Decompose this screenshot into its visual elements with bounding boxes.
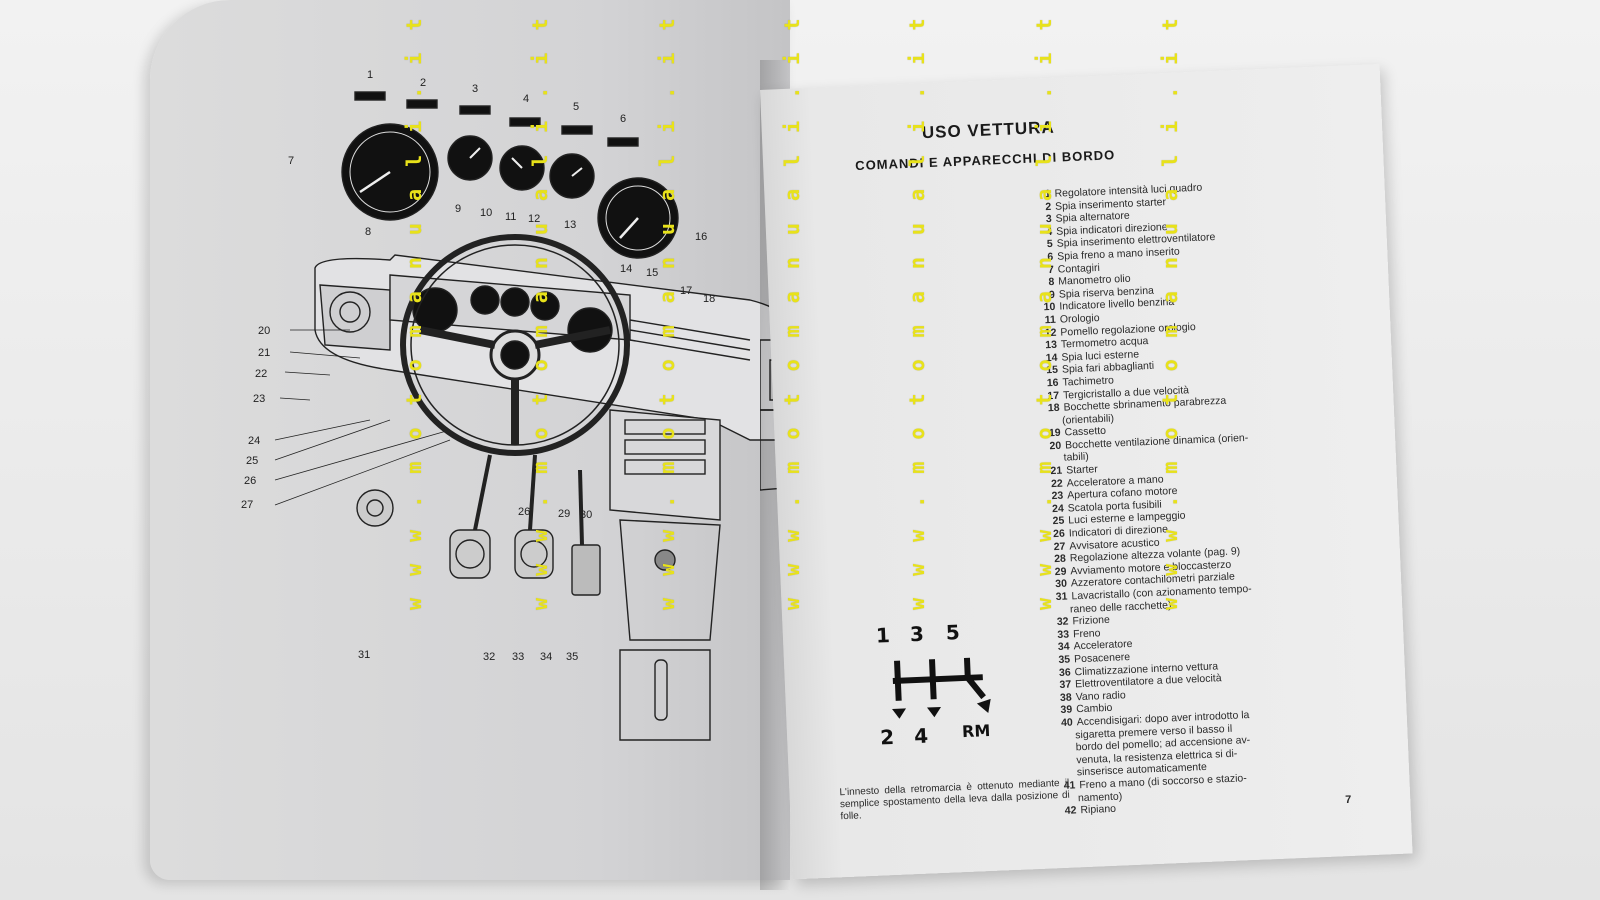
callout-29: 29 [558,508,570,520]
callout-2: 2 [420,77,426,89]
watermark-6: w w w . m o t o m a n u a l i . i t [1032,13,1056,610]
legend-number: 36 [1058,666,1071,679]
callout-4: 4 [523,93,529,105]
watermark-3: w w w . m o t o m a n u a l i . i t [655,13,679,610]
callout-26: 26 [244,475,256,487]
callout-9: 9 [455,203,461,215]
legend-number: 32 [1056,615,1069,629]
legend-text: Frizione [1072,614,1111,628]
callout-30: 30 [580,509,592,521]
left-page-illustration: 1 2 3 4 5 6 7 8 9 10 11 12 13 14 15 16 2… [150,0,790,880]
center-console [609,409,721,741]
leader-lines [274,329,451,506]
page-number: 7 [1344,793,1352,807]
gear-5: 5 [945,620,961,645]
dashboard-body [314,254,790,441]
callout-22: 22 [255,368,267,380]
callout-21: 21 [258,347,270,359]
watermark-4: w w w . m o t o m a n u a l i . i t [780,13,804,610]
legend-number: 40 [1060,716,1074,729]
callout-31: 31 [358,649,370,661]
horn-button [356,489,394,527]
callout-3: 3 [472,83,478,95]
callout-26b: 26 [518,506,530,518]
gear-3: 3 [909,621,925,647]
callout-27: 27 [241,499,253,511]
callout-33: 33 [512,651,524,663]
shift-diagram [892,657,991,719]
callout-17: 17 [680,285,692,297]
legend-number: 39 [1060,703,1073,717]
callout-16: 16 [695,231,707,243]
pedals [449,454,601,596]
warning-lamps [354,91,639,147]
callout-15: 15 [646,267,658,279]
callout-24: 24 [248,435,260,447]
legend-text: Freno [1072,627,1101,641]
callout-12: 12 [528,213,540,225]
gear-4: 4 [913,723,929,749]
callout-23: 23 [253,393,265,405]
callout-25: 25 [246,455,258,467]
legend-text: Ripiano [1080,802,1117,817]
callout-35: 35 [566,651,578,663]
callout-5: 5 [573,101,579,113]
legend-number: 38 [1059,691,1072,704]
callout-13: 13 [564,219,576,231]
callout-20: 20 [258,325,270,337]
gear-2: 2 [879,724,895,750]
legend-number: 35 [1058,653,1071,666]
gear-shift-pattern: 1 3 5 2 4 RM [760,64,1379,750]
callout-34: 34 [540,651,552,663]
callout-7: 7 [288,155,294,167]
legend-number: 34 [1057,640,1070,654]
callout-6: 6 [620,113,626,125]
callout-11: 11 [505,211,516,223]
callout-1: 1 [367,69,373,81]
legend-text: tabili) [1063,451,1090,465]
callout-18: 18 [703,293,715,305]
legend-number: 37 [1059,678,1072,692]
watermark-2: w w w . m o t o m a n u a l i . i t [528,13,552,610]
gauges [341,123,679,259]
callout-32: 32 [483,651,495,663]
page-subtitle: COMANDI E APPARECCHI DI BORDO [854,147,1116,174]
gear-reverse: RM [961,720,991,742]
callout-8: 8 [365,226,371,238]
right-page: USO VETTURA COMANDI E APPARECCHI DI BORD… [760,64,1413,880]
callout-10: 10 [480,207,492,219]
reverse-gear-note: L'innesto della retromarcia è ottenuto m… [839,777,1071,823]
gear-1: 1 [875,623,891,648]
watermark-5: w w w . m o t o m a n u a l i . i t [905,13,929,610]
legend-text: (orientabili) [1061,412,1115,427]
watermark-7: w w w . m o t o m a n u a l i . i t [1158,13,1182,610]
steering-wheel [400,234,630,456]
legend-number: 33 [1057,628,1070,641]
dashboard-drawing: 1 2 3 4 5 6 7 8 9 10 11 12 13 14 15 16 2… [241,69,790,741]
legend-text: Vano radio [1075,688,1126,704]
watermark-1: w w w . m o t o m a n u a l i . i t [402,13,426,610]
callout-14: 14 [620,263,632,275]
